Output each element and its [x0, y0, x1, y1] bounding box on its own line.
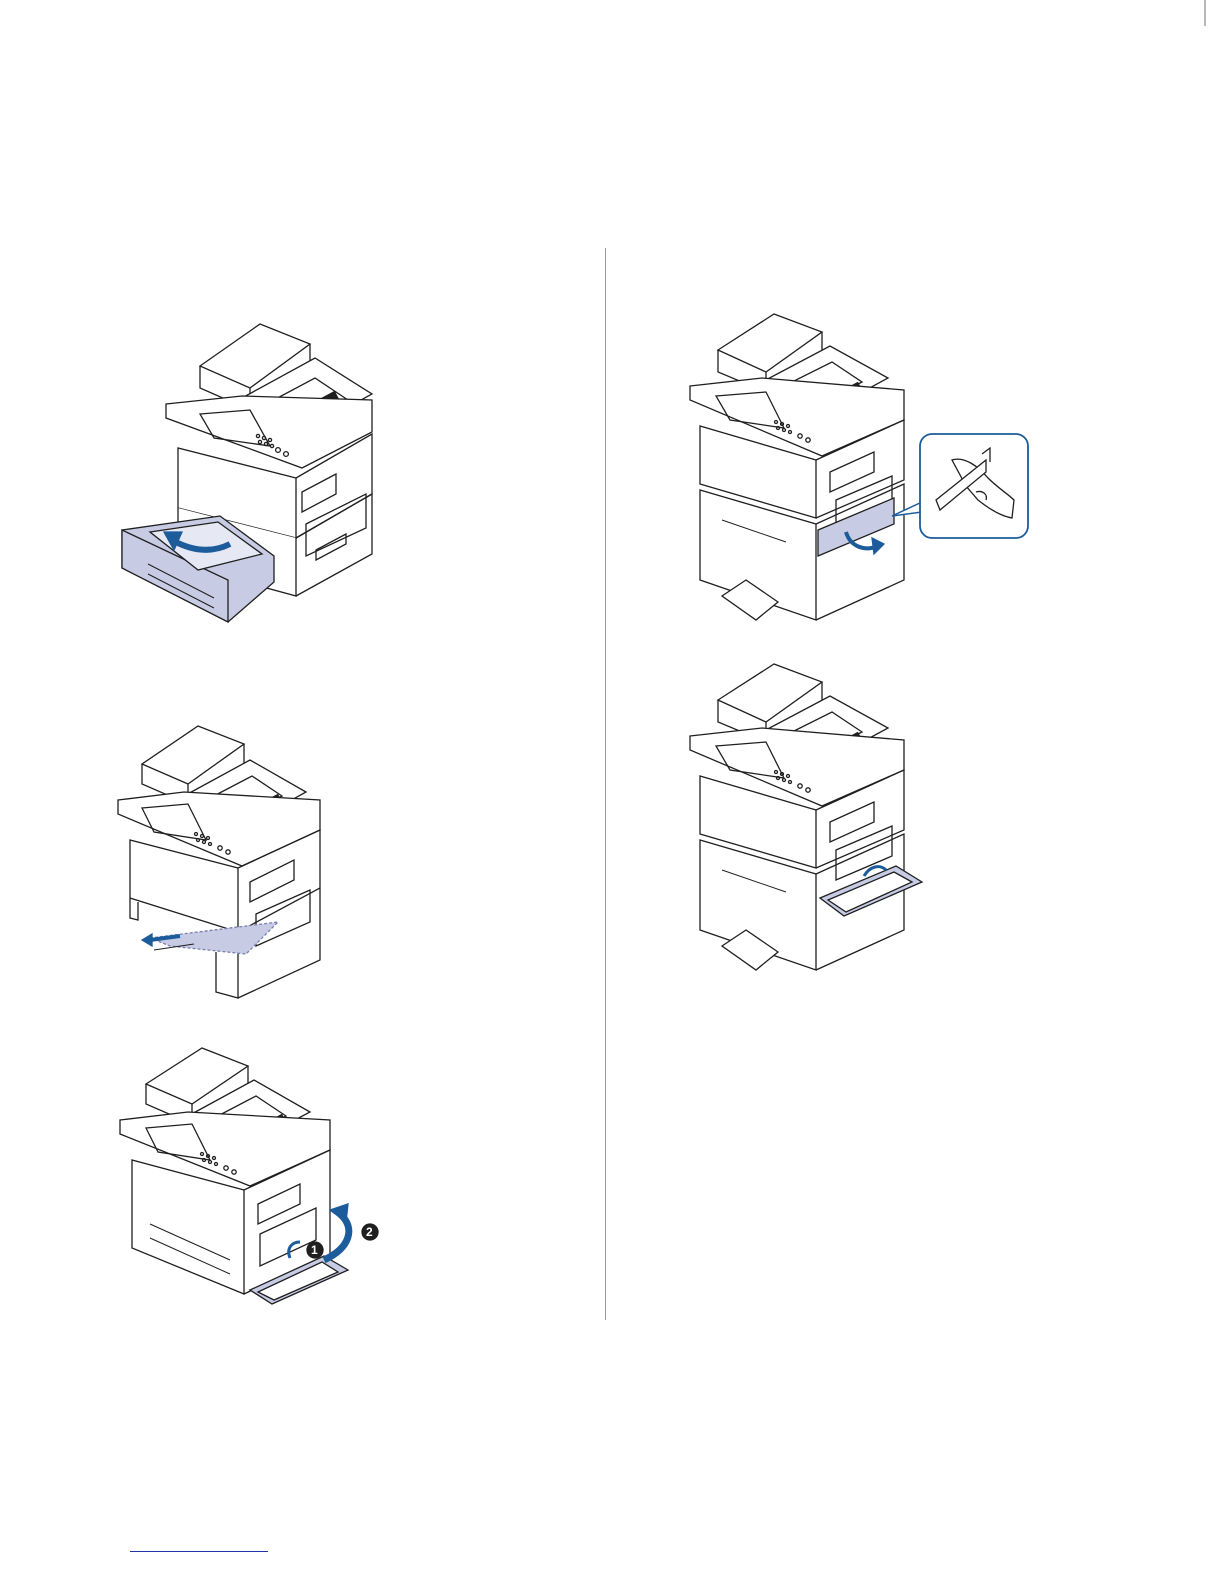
- figure-lower-cover-closed: [686, 660, 936, 980]
- figure-lower-cover-open: [686, 310, 1036, 630]
- figure-paper-under-tray: [110, 722, 340, 1002]
- figure-side-door-open: 1 2: [110, 1044, 390, 1314]
- footer-link-underline[interactable]: [130, 1551, 268, 1552]
- callout-2-label: 2: [366, 1225, 373, 1239]
- column-divider: [605, 248, 606, 1320]
- callout-1-label: 1: [311, 1243, 318, 1257]
- top-edge-rule: [1204, 0, 1206, 26]
- figure-tray-pull: [110, 318, 390, 638]
